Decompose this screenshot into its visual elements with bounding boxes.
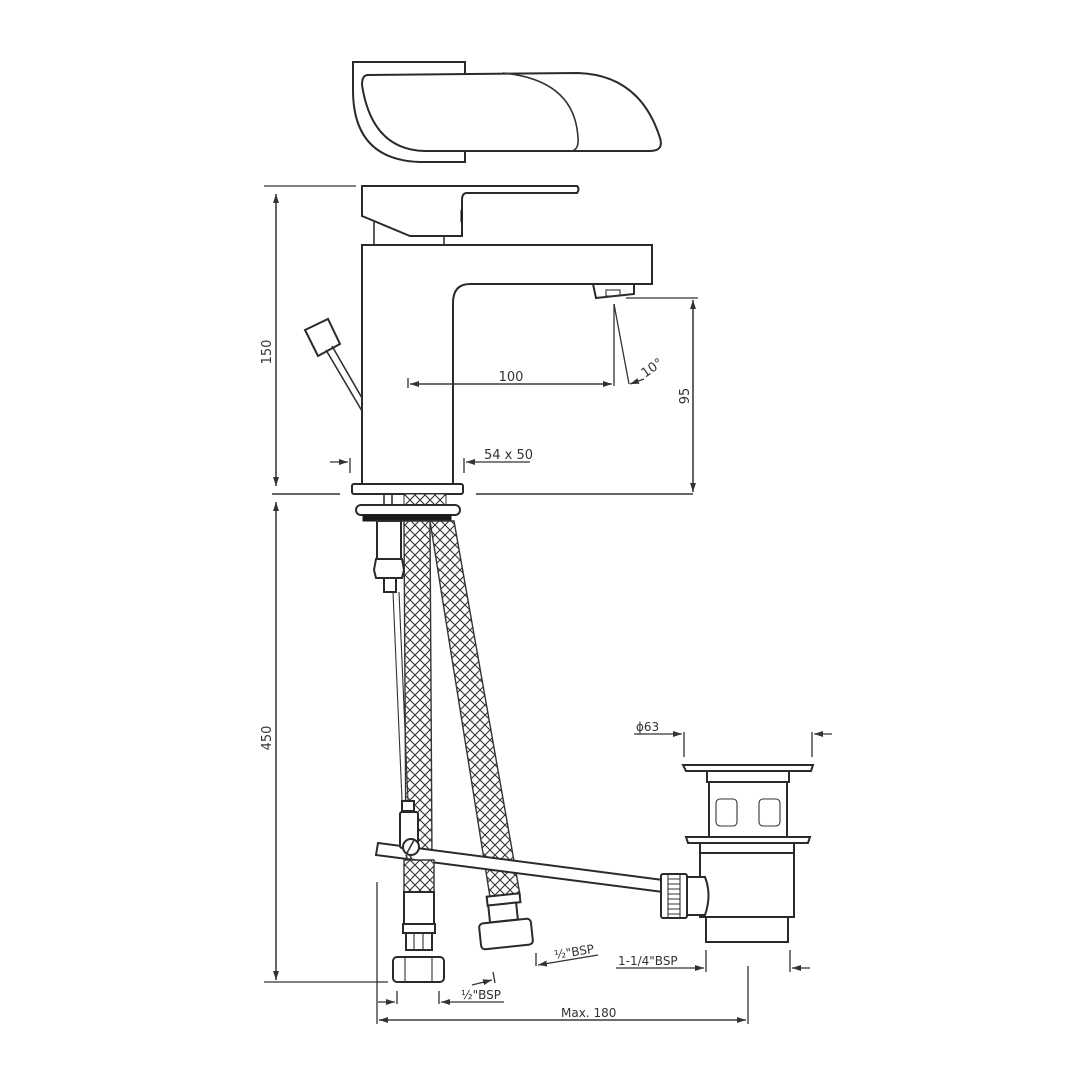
mixer-side-view [303, 185, 653, 495]
hose-nut-left [392, 859, 445, 983]
dim-label-base-size: 54 x 50 [484, 448, 533, 463]
top-view-spout [352, 61, 662, 163]
dim-label-waste-diameter: ϕ63 [636, 720, 659, 734]
dim-label-waste-thread: 1-1/4"BSP [618, 954, 678, 968]
dim-label-150: 150 [260, 340, 275, 365]
hose-nut-right [478, 892, 534, 951]
dim-label-95: 95 [678, 388, 693, 405]
dim-label-450: 450 [260, 726, 275, 751]
popup-waste [660, 764, 815, 943]
dim-label-100: 100 [499, 370, 524, 385]
dim-label-hose-thread-right: ½"BSP [553, 942, 595, 962]
dim-label-10deg: 10° [639, 356, 666, 382]
under-deck-fixings [355, 493, 461, 593]
popup-rod [303, 317, 363, 412]
dim-label-max-180: Max. 180 [561, 1006, 616, 1020]
dim-label-hose-thread-left: ½"BSP [461, 988, 501, 1002]
dimension-lines [264, 185, 832, 1024]
flexible-hoses [392, 520, 521, 898]
